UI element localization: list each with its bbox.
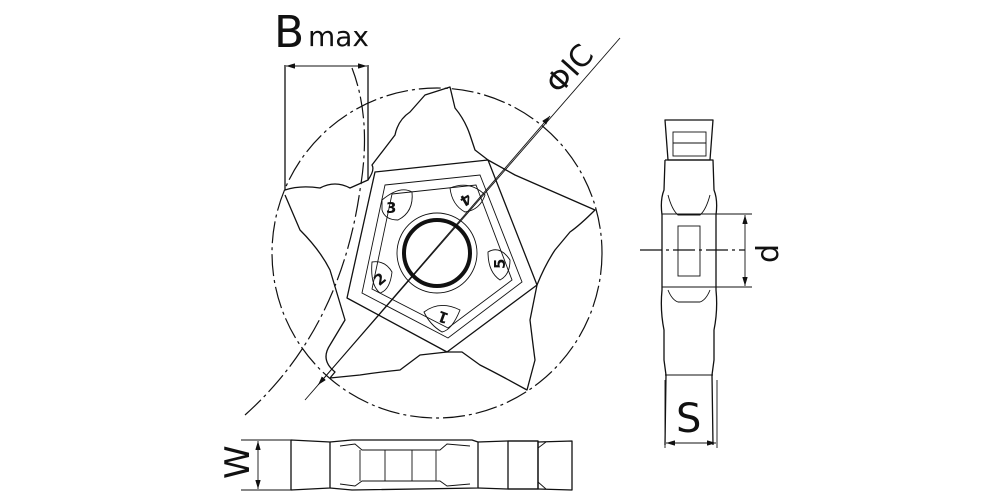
d-label: d [751,244,786,263]
tool-holder [284,65,369,191]
bmax-label-b: B [274,7,304,58]
s-label: S [676,396,701,442]
cutting-path-arc [244,67,366,416]
bottom-view: W [218,439,573,491]
w-label: W [218,445,258,479]
ic-dashed-circle [271,87,603,419]
edge-number-3: 3 [386,199,396,217]
side-view: d S [640,119,786,448]
edge-number-1: 1 [435,307,451,327]
screw-hole [402,218,472,288]
top-view: 3 4 5 2 1 ΦIC B max [244,7,621,419]
edge-number-5: 5 [491,259,509,269]
insert-star-outline [329,86,596,391]
ic-label: ΦIC [539,38,601,101]
bmax-label-max: max [308,20,369,53]
edge-number-2: 2 [370,269,390,289]
